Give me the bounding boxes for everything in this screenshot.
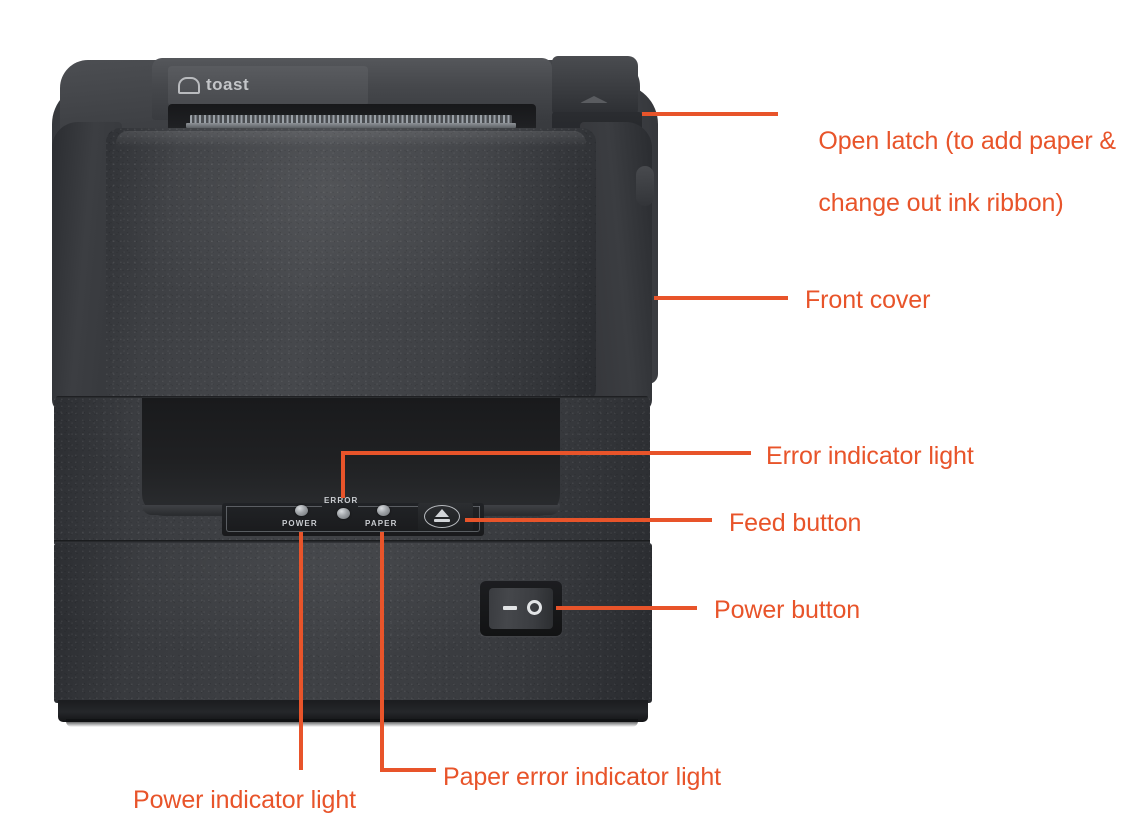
callout-line-open-latch xyxy=(642,112,778,116)
paper-tear-bar-base xyxy=(186,123,516,128)
toast-bread-outline-icon xyxy=(178,76,200,94)
callout-label-front-cover: Front cover xyxy=(805,286,931,314)
printer-drop-shadow xyxy=(66,719,638,727)
eject-triangle-icon-arrow xyxy=(435,509,449,517)
callout-line-power-indicator xyxy=(299,532,303,770)
power-indicator-light xyxy=(295,505,308,516)
callout-label-open-latch-line2: change out ink ribbon) xyxy=(818,189,1064,217)
printer-illustration: toast POWER ER xyxy=(52,56,658,727)
open-latch-notch-icon xyxy=(580,96,608,103)
printer-base xyxy=(54,543,652,703)
callout-label-error-indicator-light: Error indicator light xyxy=(766,442,974,470)
paper-error-indicator-label: PAPER xyxy=(365,519,398,528)
control-panel-outline-top-left xyxy=(226,506,322,507)
callout-label-paper-error-indicator-light: Paper error indicator light xyxy=(443,763,721,791)
toast-logo-wordmark: toast xyxy=(206,75,250,94)
error-indicator-light xyxy=(337,508,350,519)
front-cover[interactable] xyxy=(106,128,596,400)
callout-line-front-cover xyxy=(654,296,788,300)
callout-line-paper-error-horizontal xyxy=(380,768,436,772)
eject-triangle-icon-bar xyxy=(434,519,450,522)
error-indicator-label: ERROR xyxy=(324,496,359,505)
printer-seam-lower xyxy=(54,540,650,544)
callout-label-power-button: Power button xyxy=(714,596,861,624)
power-indicator-label: POWER xyxy=(282,519,318,528)
callout-line-error-vertical xyxy=(341,451,345,498)
callout-label-feed-button: Feed button xyxy=(729,509,862,537)
paper-tear-bar xyxy=(190,115,512,124)
front-cover-highlight xyxy=(116,131,586,147)
front-cover-texture xyxy=(106,128,596,400)
printer-side-release-tab[interactable] xyxy=(636,166,654,206)
eject-triangle-icon xyxy=(424,505,460,528)
callout-line-error-horizontal xyxy=(341,451,751,455)
printer-top-lid-inset xyxy=(168,66,368,106)
toast-logo: toast xyxy=(178,75,249,95)
power-off-mark-icon xyxy=(527,600,542,615)
callout-label-open-latch-line1: Open latch (to add paper & xyxy=(818,127,1116,155)
paper-error-indicator-light xyxy=(377,505,390,516)
control-panel-recess xyxy=(142,398,560,516)
callout-label-open-latch: Open latch (to add paper & change out in… xyxy=(791,95,1116,250)
power-on-mark-icon xyxy=(503,606,517,610)
callout-line-power-button xyxy=(556,606,697,610)
callout-line-feed-button xyxy=(465,518,712,522)
power-button-rocker[interactable] xyxy=(489,588,553,629)
callout-label-power-indicator-light: Power indicator light xyxy=(133,786,357,814)
callout-line-paper-error-vertical xyxy=(380,532,384,772)
printer-base-foot xyxy=(58,700,648,722)
open-latch[interactable] xyxy=(552,56,638,114)
base-texture xyxy=(54,543,652,703)
